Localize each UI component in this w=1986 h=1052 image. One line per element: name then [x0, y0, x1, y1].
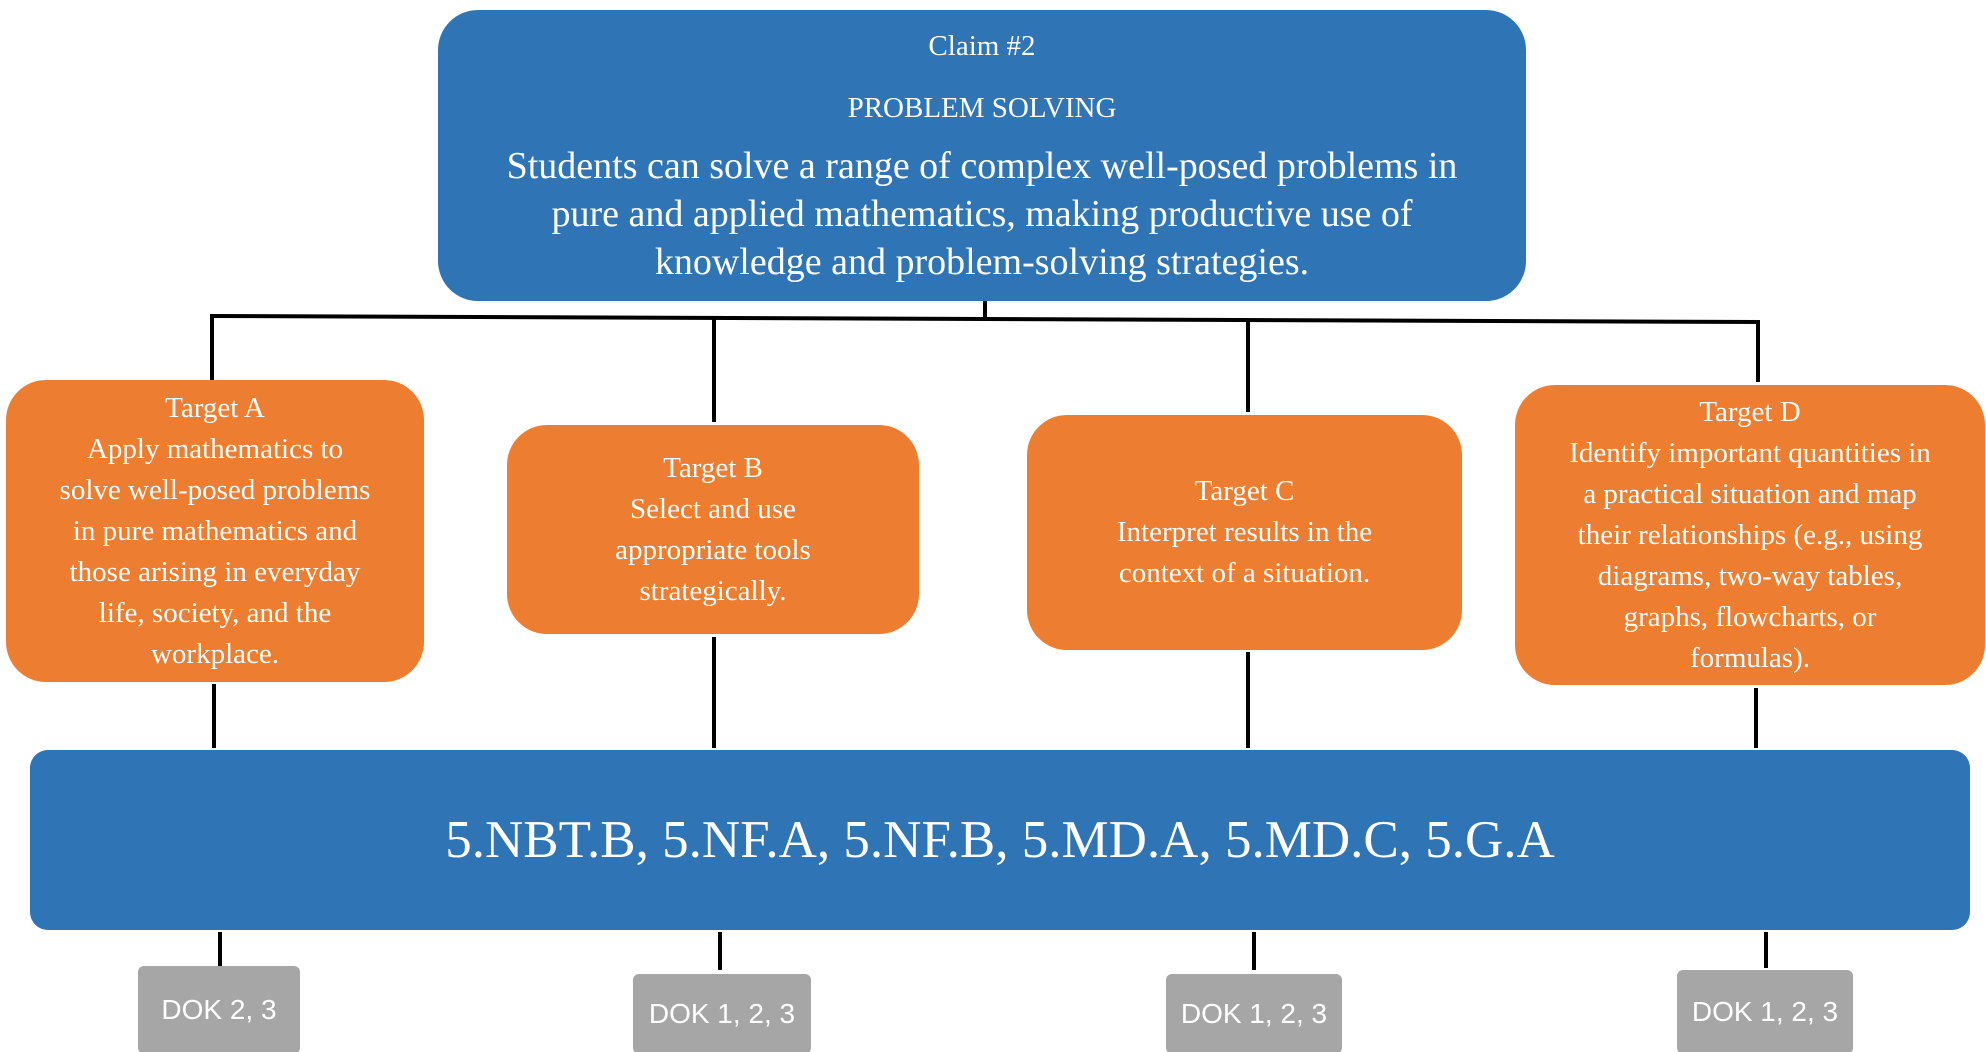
- target-title: Target B: [663, 451, 763, 484]
- target-text-line: a practical situation and map: [1583, 477, 1917, 510]
- target-text-line: context of a situation.: [1118, 557, 1371, 589]
- dok-box-b: DOK 1, 2, 3: [633, 974, 811, 1052]
- target-d-box: Target D Identify important quantities i…: [1515, 385, 1985, 685]
- target-text-line: appropriate tools: [615, 533, 811, 566]
- dok-label: DOK 1, 2, 3: [648, 998, 796, 1029]
- target-text-line: those arising in everyday: [69, 555, 361, 588]
- dok-box-a: DOK 2, 3: [138, 966, 300, 1052]
- target-text-line: formulas).: [1690, 641, 1810, 674]
- claim-title: PROBLEM SOLVING: [847, 91, 1117, 124]
- claim-number: Claim #2: [928, 29, 1036, 62]
- target-title: Target C: [1194, 475, 1295, 507]
- target-c-box: Target C Interpret results in the contex…: [1027, 415, 1462, 650]
- target-a-box: Target A Apply mathematics to solve well…: [6, 380, 424, 682]
- claim-description: Students can solve a range of complex we…: [506, 144, 1458, 283]
- dok-box-c: DOK 1, 2, 3: [1166, 974, 1342, 1052]
- target-text-line: diagrams, two-way tables,: [1597, 559, 1903, 592]
- dok-label: DOK 1, 2, 3: [1180, 998, 1328, 1029]
- target-text-line: graphs, flowcharts, or: [1623, 600, 1877, 633]
- target-text-line: Identify important quantities in: [1569, 436, 1931, 469]
- dok-box-d: DOK 1, 2, 3: [1677, 970, 1853, 1052]
- claim-box: Claim #2 PROBLEM SOLVING Students can so…: [438, 10, 1526, 301]
- target-text-line: their relationships (e.g., using: [1577, 518, 1923, 551]
- dok-label: DOK 2, 3: [161, 994, 277, 1025]
- target-text-line: Apply mathematics to: [86, 432, 344, 465]
- target-text-line: Interpret results in the: [1116, 516, 1373, 548]
- target-text-line: strategically.: [639, 574, 787, 607]
- target-text-line: Select and use: [630, 492, 796, 525]
- target-title: Target A: [165, 391, 265, 424]
- standards-text: 5.NBT.B, 5.NF.A, 5.NF.B, 5.MD.A, 5.MD.C,…: [445, 811, 1555, 869]
- connector-horizontal-bar: [209, 314, 1761, 324]
- target-text-line: solve well-posed problems: [59, 473, 371, 506]
- target-text-line: in pure mathematics and: [72, 514, 358, 547]
- target-text-line: life, society, and the: [98, 596, 332, 629]
- target-b-box: Target B Select and use appropriate tool…: [507, 425, 919, 634]
- standards-box: 5.NBT.B, 5.NF.A, 5.NF.B, 5.MD.A, 5.MD.C,…: [30, 750, 1970, 930]
- target-title: Target D: [1699, 395, 1801, 428]
- dok-label: DOK 1, 2, 3: [1691, 996, 1839, 1027]
- target-text-line: workplace.: [150, 637, 280, 670]
